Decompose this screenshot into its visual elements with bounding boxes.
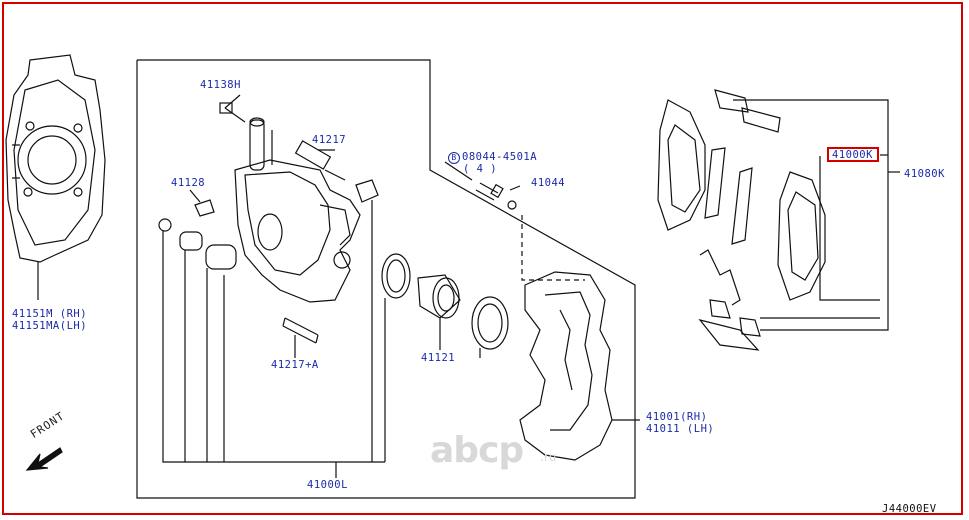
part-label-41217[interactable]: 41217: [312, 134, 347, 146]
part-label-41011[interactable]: 41011 (LH): [646, 423, 715, 435]
part-quantity: ( 4 ): [463, 163, 498, 175]
dust-boot-drawing: [471, 296, 509, 350]
outer-pad-drawing: [657, 99, 706, 231]
circled-b-icon: B: [448, 152, 460, 164]
pad-kit-group-frame: [733, 99, 889, 331]
dust-shield-drawing: [5, 54, 106, 300]
part-number-text: 08044-4501A: [462, 151, 538, 163]
piston-drawing: [417, 274, 461, 319]
part-label-41001[interactable]: 41001(RH): [646, 411, 708, 423]
watermark: abcp: [430, 430, 524, 471]
caliper-body-drawing: [234, 117, 361, 303]
part-label-41044[interactable]: 41044: [531, 177, 566, 189]
part-label-41217a[interactable]: 41217+A: [271, 359, 319, 371]
watermark-suffix: .ru: [540, 450, 557, 464]
inner-pad-drawing: [777, 171, 826, 301]
caliper-group-frame: [136, 59, 636, 499]
piston-seal-drawing: [381, 253, 411, 299]
part-label-41000k[interactable]: 41000K: [832, 149, 873, 161]
part-label-41151ma[interactable]: 41151MA(LH): [12, 320, 88, 332]
caliper-support-drawing: [519, 271, 613, 461]
guide-pin-drawing: [294, 140, 346, 181]
part-label-41080k[interactable]: 41080K: [904, 168, 945, 180]
part-label-41151m[interactable]: 41151M (RH): [12, 308, 88, 320]
red-border-frame: [2, 2, 963, 515]
part-label-41121[interactable]: 41121: [421, 352, 456, 364]
part-label-41138h[interactable]: 41138H: [200, 79, 241, 91]
highlight-box: [827, 147, 879, 162]
part-label-41000l[interactable]: 41000L: [307, 479, 348, 491]
part-label-41128[interactable]: 41128: [171, 177, 206, 189]
figure-code: J44000EV: [882, 503, 937, 515]
